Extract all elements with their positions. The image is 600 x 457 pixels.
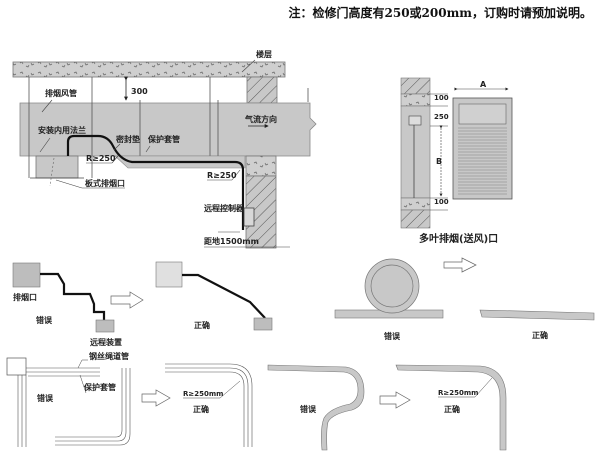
outlet-box-right [155, 261, 183, 288]
coil-example: 错误 正确 [334, 257, 595, 341]
cable-wrong [40, 272, 106, 320]
leader-line [231, 169, 241, 181]
kinked-sleeve [267, 364, 365, 451]
order-note: 注：检修门高度有250或200mm，订购时请预加说明。 [289, 5, 593, 20]
louver-diagram: 100 250 B 100 A 多叶排烟(送风)口 [400, 77, 513, 245]
lintel-top [400, 93, 431, 107]
airflow-label: 气流方向 [244, 114, 277, 124]
control-cable [66, 134, 245, 230]
remote-box-wrong [95, 319, 115, 333]
duct-label: 排烟风管 [45, 88, 77, 98]
wrong-label: 错误 [300, 404, 317, 414]
lintel-bottom [400, 197, 431, 211]
leader-line [39, 137, 51, 153]
leader-line [77, 359, 83, 369]
controller-label: 远程控制器 [204, 203, 245, 213]
main-install-diagram: 300 楼层 排烟风管 安装内用法兰 密封垫 保护套管 气流方向 R≥250 R… [12, 49, 317, 249]
louver-title: 多叶排烟(送风)口 [419, 232, 498, 245]
arrow-right-icon [379, 391, 411, 409]
remote-box-right [253, 317, 273, 331]
grille-slats [458, 127, 507, 195]
arrow-right-icon [110, 291, 144, 309]
seal-label: 密封垫 [115, 134, 140, 144]
remote-label: 远程装置 [90, 337, 122, 347]
wall-lintel [245, 155, 277, 177]
dim-top-label: 100 [434, 94, 449, 102]
outlet-label: 板式排烟口 [85, 178, 125, 188]
leader-line [41, 99, 53, 113]
arrow-right-icon [443, 257, 477, 273]
right-label: 正确 [444, 404, 460, 414]
leader-line [113, 143, 121, 151]
remote-controller [243, 207, 255, 227]
bend-example: 钢丝绳道管 保护套管 错误 R≥250mm 正确 [6, 351, 253, 447]
radius-label: R≥250mm [183, 390, 223, 398]
routing-example: 排烟口 错误 远程装置 正确 [12, 261, 273, 347]
sleeve-label: 保护套管 [83, 382, 116, 392]
leader-line [474, 377, 493, 398]
sleeve-straight-right [479, 309, 595, 321]
leader-line [219, 207, 243, 211]
dim-door-label: 250 [434, 113, 449, 121]
floor-label: 楼层 [256, 49, 272, 59]
dim-bottom-label: 100 [434, 198, 449, 206]
louver-section [400, 105, 431, 199]
leader-line [79, 374, 87, 394]
wrong-label: 错误 [37, 393, 54, 403]
right-label: 正确 [193, 404, 209, 414]
leader-line [241, 59, 256, 73]
wall-upper [246, 76, 278, 104]
leader-line [145, 145, 151, 153]
actuator-box [408, 115, 422, 126]
radius-label-2: R≥250 [207, 171, 237, 180]
outlet-label: 排烟口 [13, 292, 37, 302]
access-door [458, 103, 507, 125]
radius-label-1: R≥250 [86, 154, 116, 163]
horizontal-sleeve [26, 367, 100, 377]
height-label: 距地1500mm [204, 236, 259, 246]
smooth-sleeve [395, 364, 507, 451]
plate-outlet [35, 155, 79, 179]
wrong-label: 错误 [36, 315, 53, 325]
arrow-right-icon [141, 389, 171, 407]
wall-bottom [400, 209, 431, 229]
right-label: 正确 [194, 320, 210, 330]
coil-inner [370, 264, 414, 308]
outlet-box [6, 357, 27, 376]
outlet-box-wrong [12, 262, 41, 288]
wrong-label: 错误 [384, 331, 401, 341]
dimension-300-label: 300 [131, 87, 148, 96]
leader-line [55, 179, 83, 189]
flange-label: 安装内用法兰 [38, 125, 86, 135]
wall-top [400, 77, 431, 95]
floor-slab [12, 61, 286, 78]
leader-line [219, 380, 241, 399]
vertical-sleeve [17, 375, 27, 447]
kink-example: 错误 R≥250mm 正确 [267, 364, 507, 451]
radius-label: R≥250mm [438, 389, 478, 397]
outlet-dashed [49, 157, 55, 187]
dim-a-label: A [480, 80, 487, 89]
dim-b-label: B [436, 157, 442, 166]
leader-line [111, 155, 119, 164]
sleeve-label: 保护套管 [147, 134, 180, 144]
sharp-bend-sleeve [55, 368, 131, 446]
cable-right [182, 273, 266, 319]
gentle-bend-sleeve [165, 363, 253, 447]
right-label: 正确 [532, 330, 548, 340]
cable-label: 钢丝绳道管 [89, 351, 129, 361]
